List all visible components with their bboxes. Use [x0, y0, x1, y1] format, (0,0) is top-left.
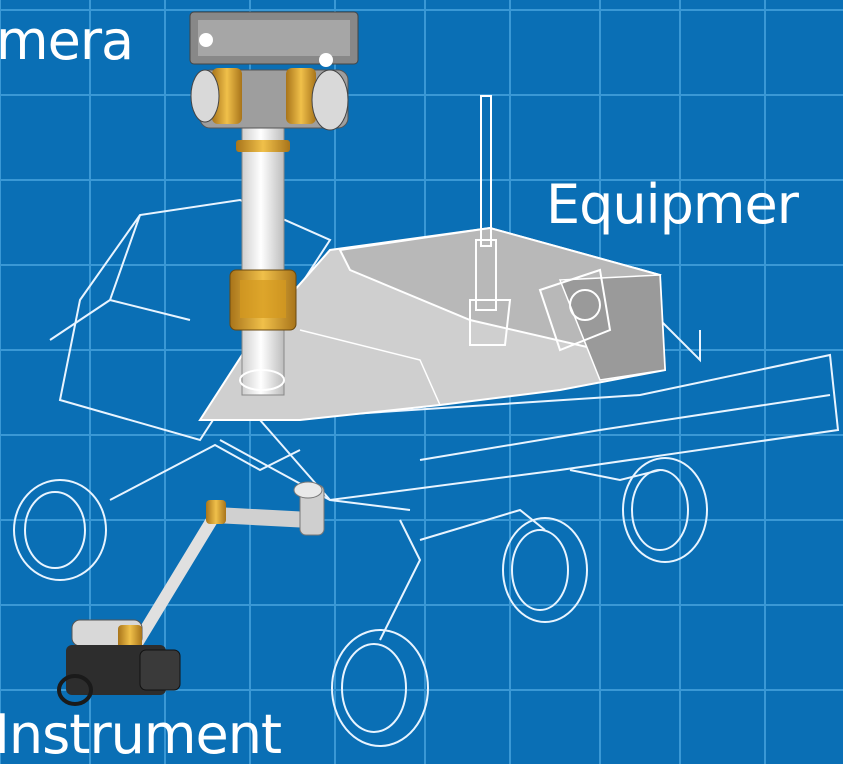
instrument-head-icon — [57, 619, 181, 706]
instrument-label: Instrument — [0, 703, 282, 764]
equipment-outline — [469, 95, 612, 352]
rover-wheel-icon — [13, 479, 107, 581]
rover-wheel-icon — [331, 629, 429, 747]
robotic-arm-icon — [124, 481, 325, 661]
solar-panel-outline — [49, 198, 840, 502]
rover-wheel-icon — [502, 517, 588, 623]
equipment-label: Equipmer — [546, 173, 799, 236]
camera-label: mera — [0, 9, 134, 72]
mast-camera-icon — [189, 11, 359, 396]
